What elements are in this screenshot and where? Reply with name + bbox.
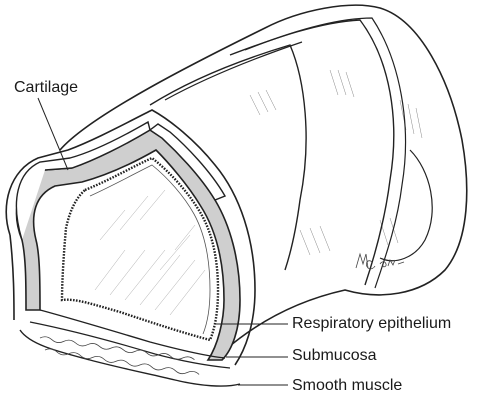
label-submucosa: Submucosa (292, 348, 377, 364)
cross-section-left-wall (10, 235, 14, 320)
smooth-muscle-wavy-2 (45, 348, 200, 376)
cartilage-leader-line (38, 98, 68, 170)
label-cartilage: Cartilage (14, 80, 78, 96)
label-smooth-muscle: Smooth muscle (292, 378, 402, 394)
label-respiratory-epithelium: Respiratory epithelium (292, 316, 451, 332)
